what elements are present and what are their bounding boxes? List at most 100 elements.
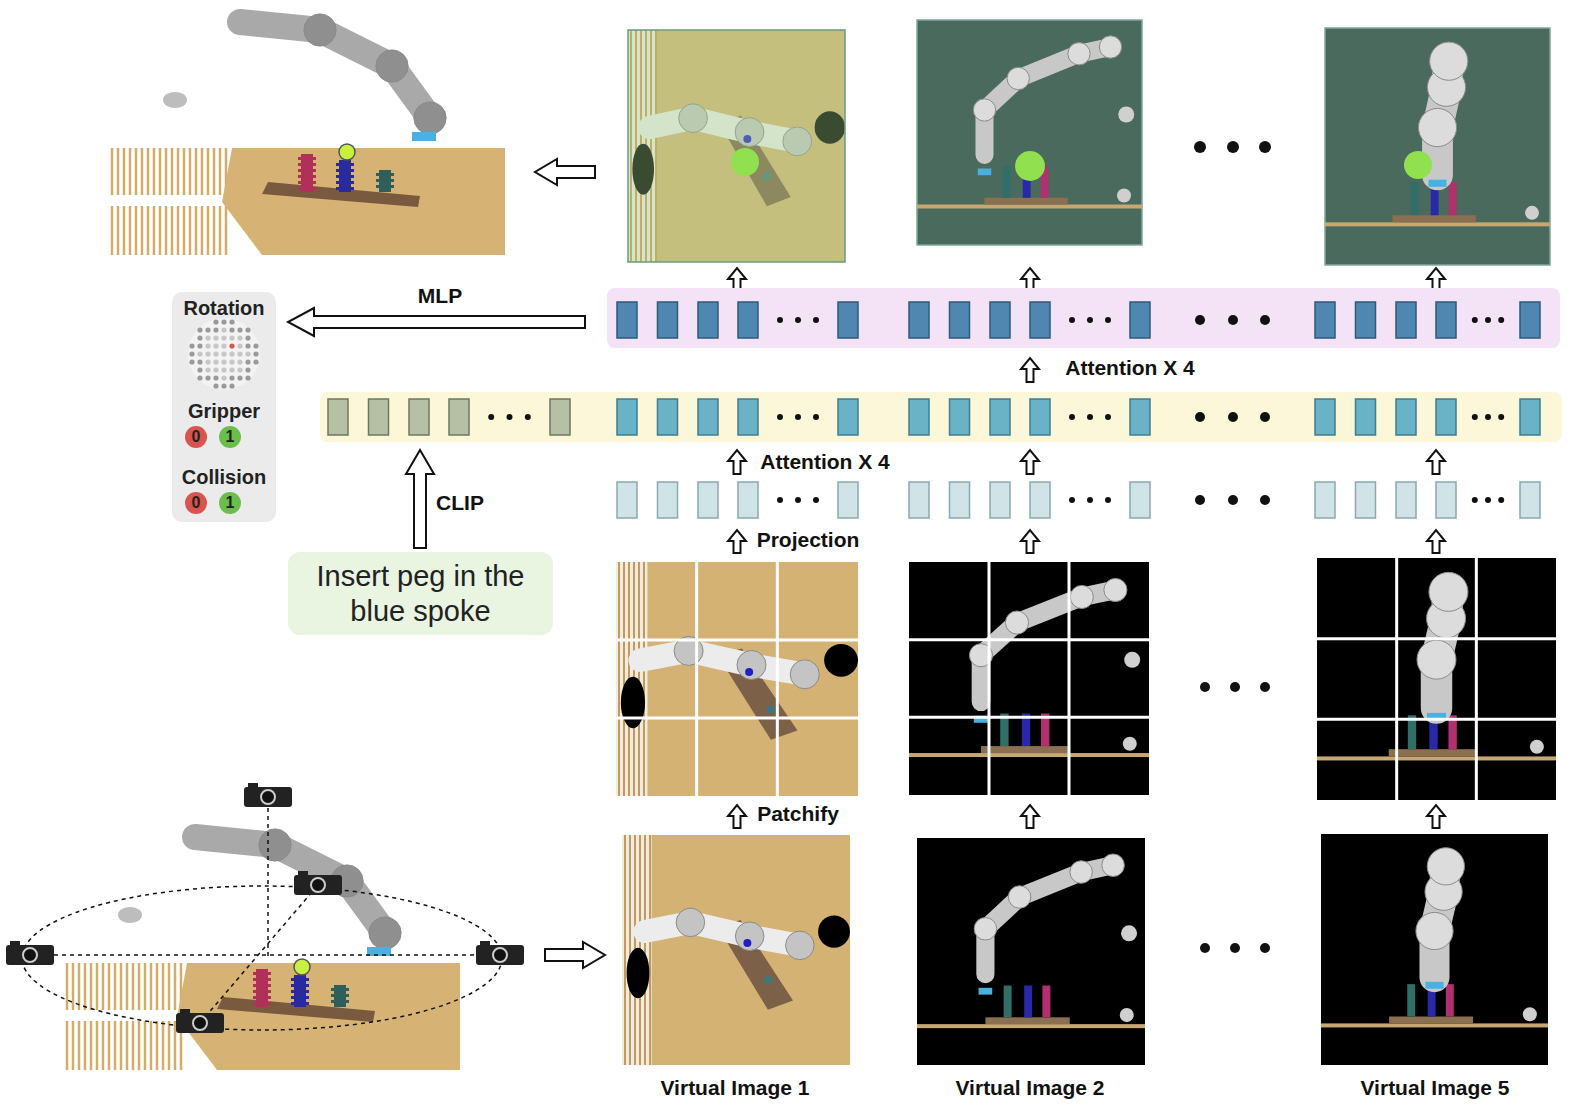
selected-bin xyxy=(229,343,234,348)
point-cloud-scene xyxy=(67,829,460,1070)
virtual-top-view xyxy=(622,835,850,1065)
rotation-bin xyxy=(229,327,234,332)
camera-axis xyxy=(267,808,269,958)
rotation-bin xyxy=(253,359,258,364)
rotation-bin xyxy=(229,351,234,356)
table-surface xyxy=(177,963,460,1070)
ellipsis-dot xyxy=(1485,497,1491,503)
ellipsis-dot xyxy=(507,414,513,420)
rotation-bin xyxy=(205,367,210,372)
peg-coil xyxy=(336,187,354,190)
peg-coil xyxy=(291,984,309,987)
ellipsis-dot xyxy=(777,497,783,503)
floor-stripe xyxy=(78,963,81,1010)
module-label: MLP xyxy=(418,284,462,308)
heatmap-peak xyxy=(731,148,759,176)
step-label: Projection xyxy=(757,528,860,552)
robot-arm xyxy=(645,922,800,945)
floor-stripe xyxy=(132,963,135,1010)
floor-stripe xyxy=(150,963,153,1010)
rotation-bin xyxy=(213,359,218,364)
peg-top xyxy=(745,668,753,676)
shadow-blob xyxy=(621,677,645,728)
rotation-bin xyxy=(221,359,226,364)
camera-lens xyxy=(23,948,37,962)
robot-joint xyxy=(735,922,764,951)
floor-stripe xyxy=(162,963,165,1010)
floor-stripe xyxy=(96,1021,99,1070)
token xyxy=(617,302,637,338)
ellipsis-dot xyxy=(1485,414,1491,420)
floor-stripe xyxy=(114,1021,117,1070)
rotation-bin xyxy=(221,343,226,348)
ellipsis-dot xyxy=(795,497,801,503)
robot-joint xyxy=(414,102,446,134)
patch-line xyxy=(616,717,858,720)
ellipsis-dot xyxy=(1069,414,1075,420)
hollow-arrow xyxy=(1021,530,1039,553)
rotation-bin xyxy=(221,351,226,356)
token xyxy=(698,482,718,518)
binary-flag: 0 xyxy=(185,426,207,448)
rotation-bin xyxy=(221,319,226,324)
robot-joint xyxy=(259,829,291,861)
camera-icon xyxy=(6,941,54,965)
ellipsis-dot xyxy=(1200,943,1210,953)
floor-stripe xyxy=(120,1021,123,1070)
robot-joint xyxy=(1007,67,1029,89)
patch-line xyxy=(1317,718,1556,721)
token xyxy=(738,302,758,338)
robot-arm xyxy=(985,47,1111,155)
robot-joint xyxy=(1008,886,1031,909)
output-panel: RotationGripperCollision0101 xyxy=(172,292,276,522)
floor-stripe xyxy=(129,148,132,195)
floor-stripe xyxy=(162,1021,165,1070)
ellipsis-dot xyxy=(1195,315,1205,325)
floor-strip xyxy=(622,835,652,1065)
heatmap-peak xyxy=(1015,151,1045,181)
peg-coil xyxy=(331,988,349,991)
rotation-bin xyxy=(229,319,234,324)
peg-coil xyxy=(253,984,271,987)
peg-coil xyxy=(253,996,271,999)
rotation-bin xyxy=(245,335,250,340)
layer-label: Attention X 4 xyxy=(1065,356,1195,380)
ellipsis-dot xyxy=(1200,682,1210,692)
camera-body xyxy=(294,875,342,895)
hollow-arrow xyxy=(728,450,746,474)
shadow-blob xyxy=(627,948,650,999)
camera-top xyxy=(180,1009,190,1014)
peg xyxy=(1024,986,1032,1018)
camera-body xyxy=(476,945,524,965)
ellipsis-dot xyxy=(1472,414,1478,420)
gripper-fingers xyxy=(412,132,436,141)
floor-stripe xyxy=(96,963,99,1010)
floor-stripe xyxy=(108,1021,111,1070)
floor-stripe xyxy=(207,206,210,255)
robot-joint xyxy=(1102,854,1125,877)
peg xyxy=(1449,182,1457,215)
token xyxy=(1030,399,1050,435)
token xyxy=(909,302,929,338)
table-surface xyxy=(222,148,505,255)
token xyxy=(698,399,718,435)
floor-stripe xyxy=(144,963,147,1010)
rotation-bin xyxy=(197,327,202,332)
floor-stripe xyxy=(141,148,144,195)
token xyxy=(1436,482,1456,518)
shadow-blob xyxy=(818,916,850,948)
floor-stripe xyxy=(141,206,144,255)
token xyxy=(1356,482,1376,518)
peg-coil xyxy=(298,187,316,190)
ellipsis-dot xyxy=(1485,317,1491,323)
view-background xyxy=(909,562,1149,795)
floor-stripe xyxy=(201,206,204,255)
floor-stripe xyxy=(84,963,87,1010)
ellipsis-dot xyxy=(813,497,819,503)
robot-joint xyxy=(676,908,705,937)
floor-stripe xyxy=(108,963,111,1010)
rotation-bin xyxy=(197,359,202,364)
gripper xyxy=(1429,180,1447,187)
floor-stripe xyxy=(150,1021,153,1070)
rotation-bin xyxy=(213,343,218,348)
